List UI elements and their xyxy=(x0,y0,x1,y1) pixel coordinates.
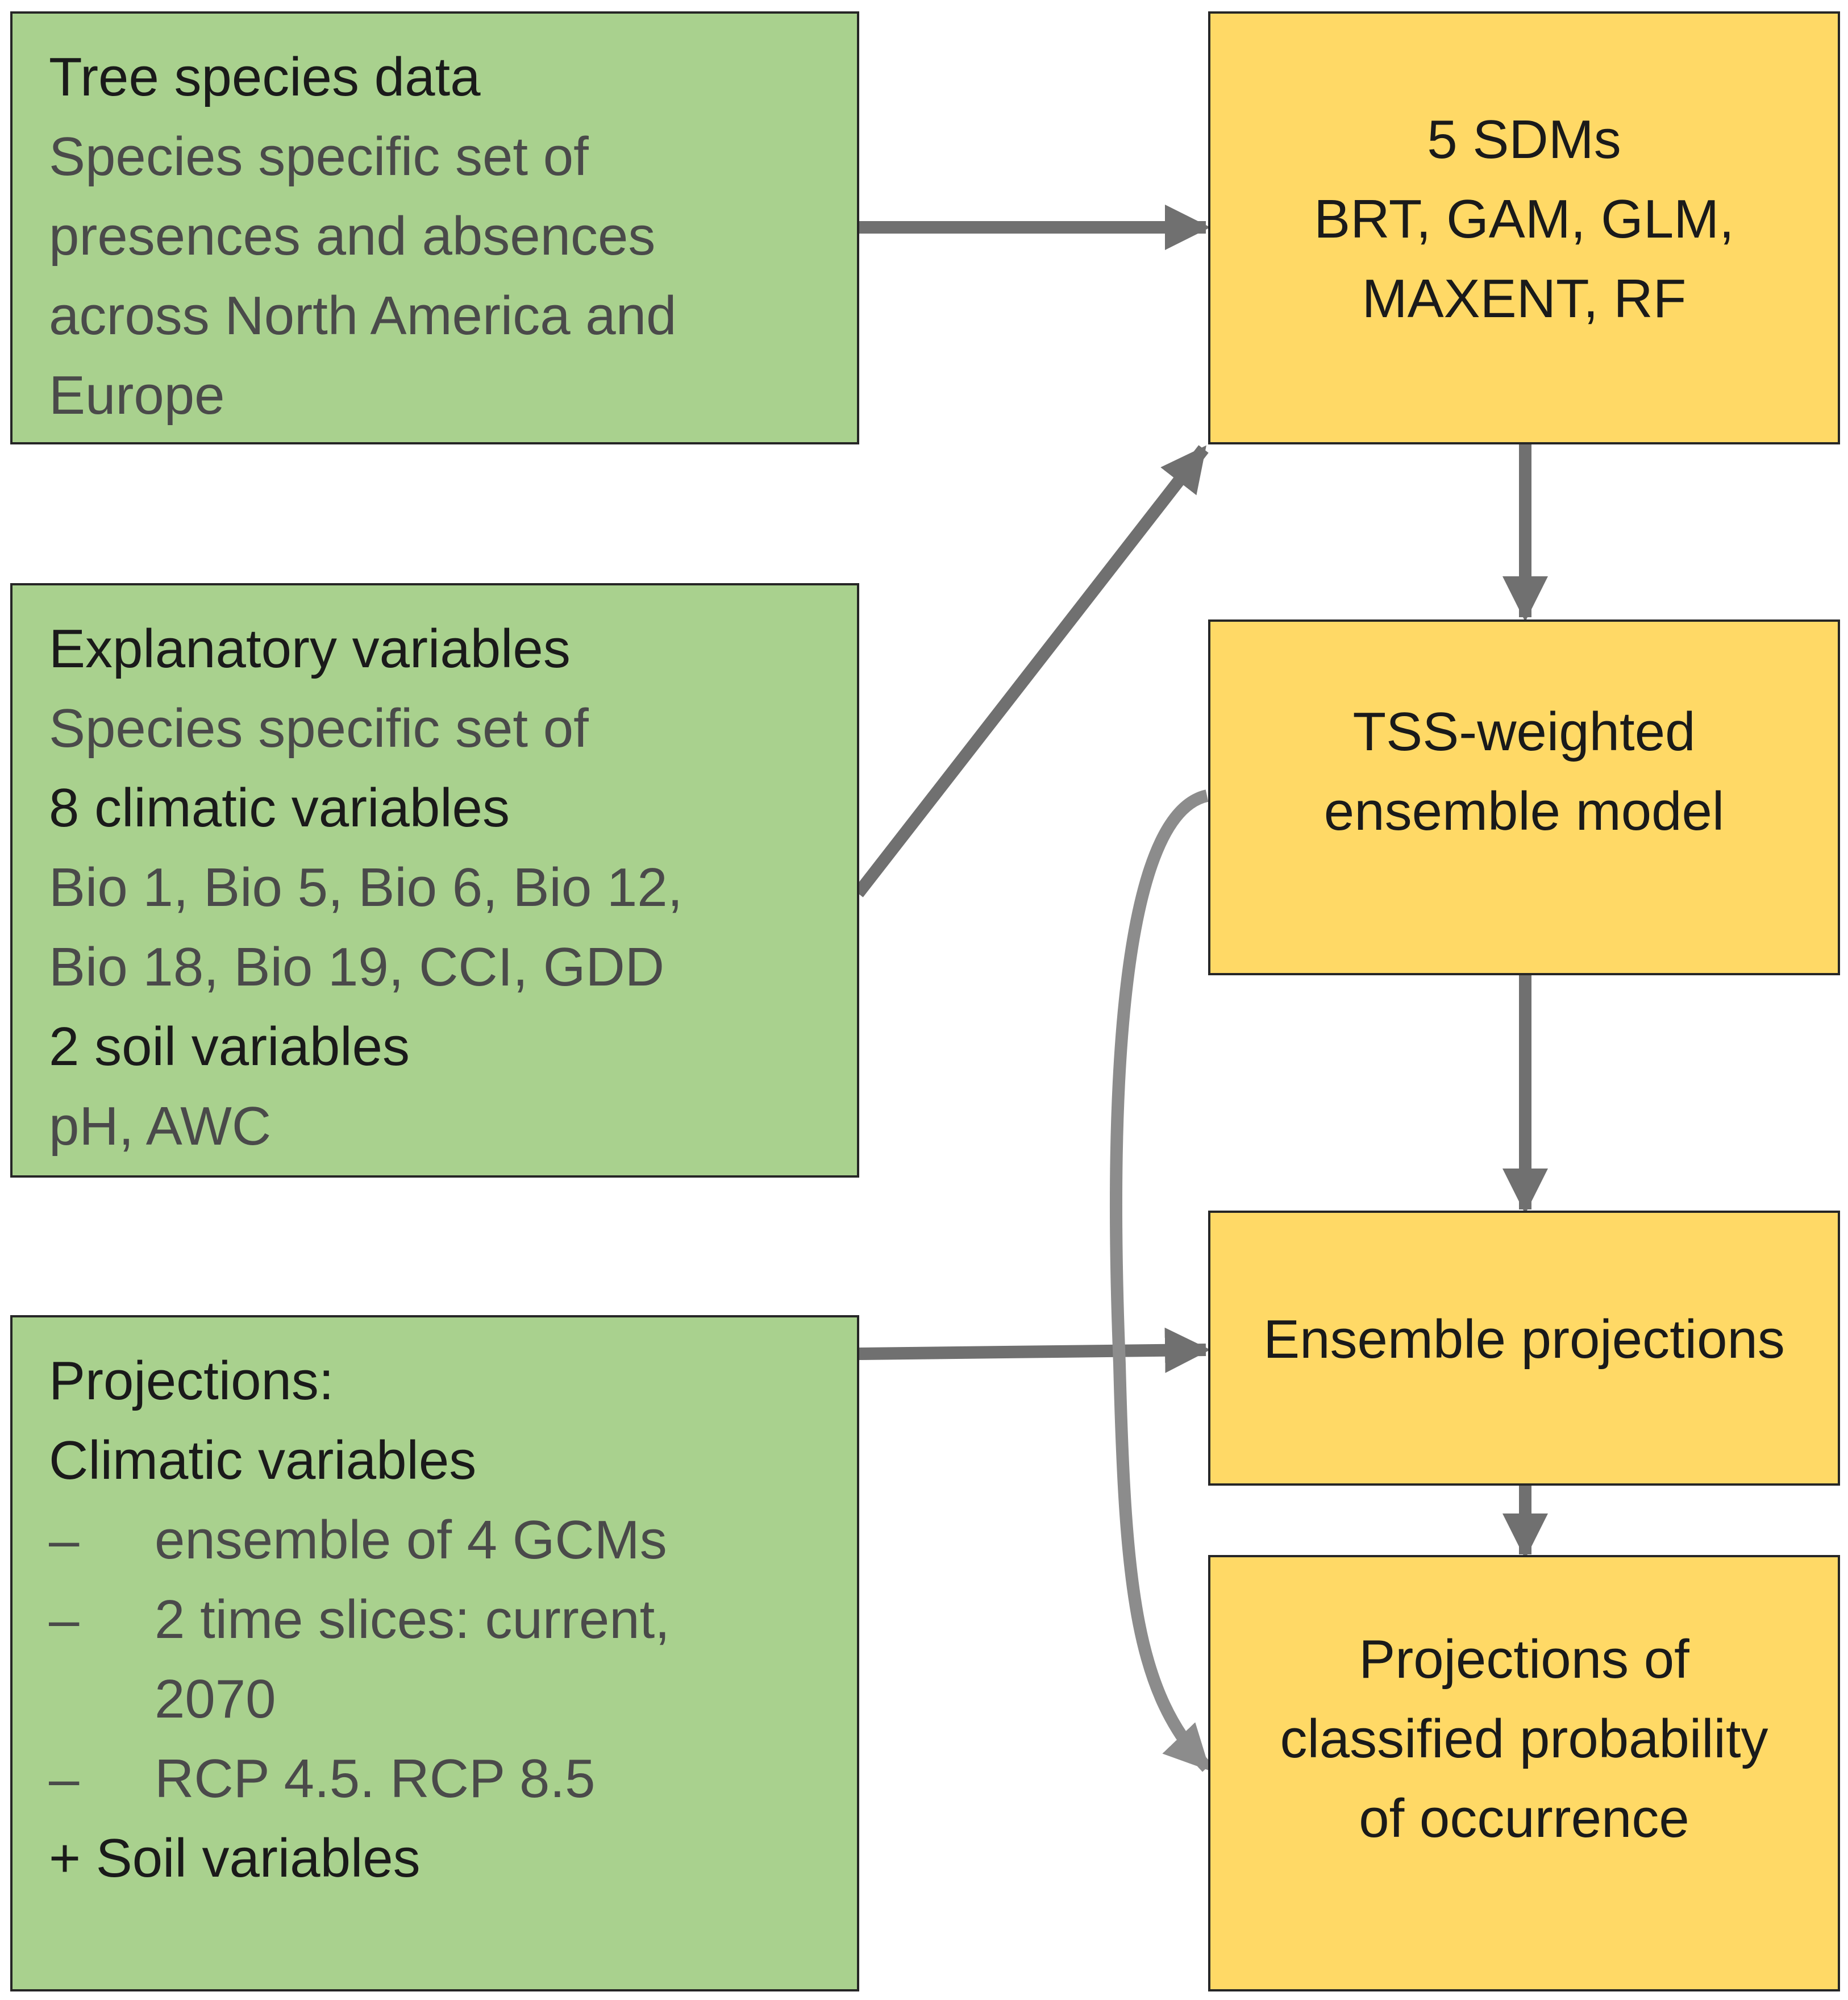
arrow-explanatory-to-sdms xyxy=(853,445,1209,897)
classified-line-3: of occurrence xyxy=(1359,1788,1689,1849)
tree-species-title: Tree species data xyxy=(49,47,481,107)
bullet-3: RCP 4.5. RCP 8.5 xyxy=(155,1748,596,1809)
soil-variables-footer: + Soil variables xyxy=(49,1828,421,1889)
climatic-line-2: Bio 18, Bio 19, CCI, GDD xyxy=(49,937,665,997)
climatic-line-1: Bio 1, Bio 5, Bio 6, Bio 12, xyxy=(49,857,683,918)
sdms-line-2: BRT, GAM, GLM, xyxy=(1314,189,1734,250)
explanatory-title: Explanatory variables xyxy=(49,618,571,679)
explanatory-line-1: Species specific set of xyxy=(49,698,589,759)
sdms-box: 5 SDMs BRT, GAM, GLM, MAXENT, RF xyxy=(1208,11,1840,444)
projections-subtitle: Climatic variables xyxy=(49,1430,477,1491)
ensemble-model-line-1: TSS-weighted xyxy=(1352,701,1696,762)
ensemble-model-line-2: ensemble model xyxy=(1323,781,1725,842)
curved-arrow-ensemble-model-to-classified xyxy=(1109,789,1212,1772)
bullet-dash-3: – xyxy=(49,1748,80,1809)
bullet-row-1: – ensemble of 4 GCMs xyxy=(49,1500,823,1580)
tree-species-line-1: Species specific set of xyxy=(49,126,589,187)
bullet-dash-2: – xyxy=(49,1589,80,1650)
bullet-2-line-2: 2070 xyxy=(155,1669,276,1729)
sdms-line-3: MAXENT, RF xyxy=(1362,268,1687,329)
bullet-2-line-1: 2 time slices: current, xyxy=(155,1589,670,1650)
ensemble-projections-line: Ensemble projections xyxy=(1263,1309,1785,1370)
bullet-row-2: – 2 time slices: current, xyxy=(49,1580,823,1660)
bullet-row-3: – RCP 4.5. RCP 8.5 xyxy=(49,1739,823,1819)
soil-line: pH, AWC xyxy=(49,1096,272,1157)
sdms-line-1: 5 SDMs xyxy=(1427,109,1621,170)
ensemble-model-box: TSS-weighted ensemble model xyxy=(1208,619,1840,975)
soil-heading: 2 soil variables xyxy=(49,1016,410,1077)
tree-species-data-box: Tree species data Species specific set o… xyxy=(10,11,859,444)
bullet-dash-1: – xyxy=(49,1510,80,1570)
classified-line-2: classified probability xyxy=(1280,1708,1768,1769)
projections-title: Projections: xyxy=(49,1350,334,1411)
classified-line-1: Projections of xyxy=(1359,1629,1689,1690)
explanatory-variables-box: Explanatory variables Species specific s… xyxy=(10,583,859,1178)
ensemble-projections-box: Ensemble projections xyxy=(1208,1211,1840,1486)
tree-species-line-4: Europe xyxy=(49,365,225,426)
tree-species-line-3: across North America and xyxy=(49,285,677,346)
bullet-1: ensemble of 4 GCMs xyxy=(155,1510,667,1570)
classified-probability-box: Projections of classified probability of… xyxy=(1208,1555,1840,1991)
projections-input-box: Projections: Climatic variables – ensemb… xyxy=(10,1315,859,1991)
tree-species-line-2: presences and absences xyxy=(49,206,656,267)
climatic-heading: 8 climatic variables xyxy=(49,777,510,838)
arrow-projections-input-to-ensemble-projections xyxy=(858,1327,1210,1373)
